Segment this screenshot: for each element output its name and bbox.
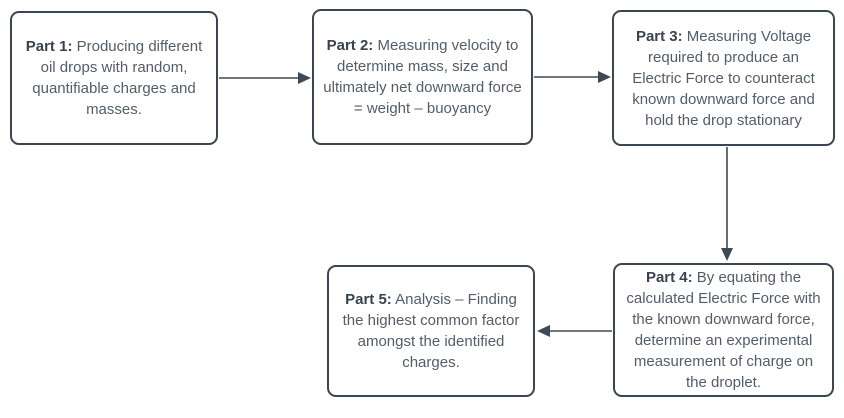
node-part3-label-text: Measuring Voltage required to produce an…: [632, 27, 815, 129]
node-part5-label: Part 5: Analysis – Finding the highest c…: [337, 289, 525, 373]
arrow-part4-to-part5: [537, 325, 612, 337]
arrow-part3-to-part4: [721, 147, 733, 261]
flow-node-part1: Part 1: Producing different oil drops wi…: [10, 11, 218, 145]
node-part4-label-text: By equating the calculated Electric Forc…: [626, 269, 821, 391]
node-part4-label: Part 4: By equating the calculated Elect…: [623, 267, 824, 393]
node-part2-label-bold: Part 2:: [326, 37, 374, 54]
node-part3-label: Part 3: Measuring Voltage required to pr…: [622, 26, 825, 131]
node-part3-label-bold: Part 3:: [635, 27, 683, 45]
flow-node-part4: Part 4: By equating the calculated Elect…: [613, 263, 834, 397]
flow-node-part5: Part 5: Analysis – Finding the highest c…: [327, 265, 535, 397]
node-part2-label-text: Measuring velocity to determine mass, si…: [323, 37, 522, 117]
node-part5-label-text: Analysis – Finding the highest common fa…: [342, 291, 520, 371]
node-part5-label-bold: Part 5:: [345, 291, 392, 308]
node-part1-label: Part 1: Producing different oil drops wi…: [20, 36, 208, 120]
flow-node-part2: Part 2: Measuring velocity to determine …: [312, 9, 533, 145]
arrow-part1-to-part2: [219, 72, 311, 84]
flow-node-part3: Part 3: Measuring Voltage required to pr…: [612, 10, 835, 146]
node-part4-label-bold: Part 4:: [645, 269, 693, 286]
arrow-part2-to-part3: [534, 71, 611, 83]
node-part1-label-text: Producing different oil drops with rando…: [32, 38, 203, 118]
node-part2-label: Part 2: Measuring velocity to determine …: [322, 35, 523, 119]
node-part1-label-bold: Part 1:: [25, 38, 73, 55]
